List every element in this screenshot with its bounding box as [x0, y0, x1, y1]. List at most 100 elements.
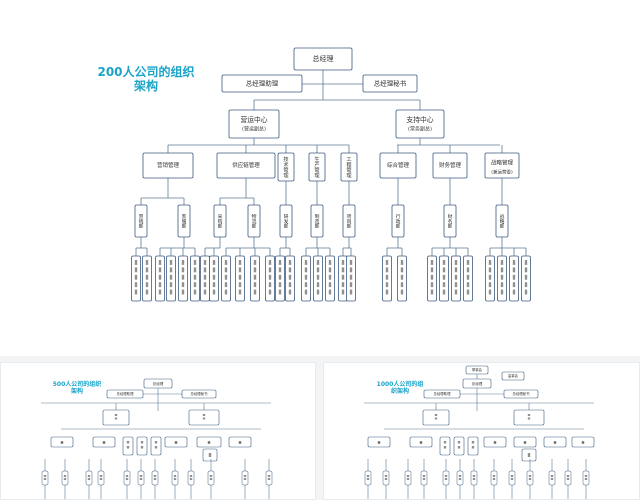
blank-role-text [158, 289, 162, 295]
blank-role-text [454, 267, 458, 273]
blank-role-text [384, 478, 388, 480]
blank-role-text [458, 478, 462, 480]
blank-role-text [316, 267, 320, 273]
blank-role-text [430, 274, 434, 280]
blank-role-text [341, 274, 345, 280]
blank-role-text [349, 260, 353, 265]
blank-role-text [278, 267, 282, 273]
org-chart-200-diagram: 总经理总经理助理总经理秘书营运中心(营运副总)支持中心(常务副总)营销管理供应链… [131, 47, 531, 302]
blank-role-text [493, 442, 497, 444]
org-chart-1000-title: 1000人公司的组 织架构 [364, 381, 436, 396]
supervisor-label: 监事会 [508, 373, 519, 378]
blank-role-text [224, 274, 228, 280]
blank-role-text [134, 274, 138, 280]
blank-role-text [253, 260, 257, 265]
blank-role-text [471, 446, 475, 449]
org-chart-200-panel[interactable]: 200人公司的组织 架构 总经理总经理助理总经理秘书营运中心(营运副总)支持中心… [0, 0, 640, 355]
blank-role-text [193, 267, 197, 273]
divider [316, 362, 323, 500]
org-chart-500-title: 500人公司的组织 架构 [41, 381, 113, 396]
blank-role-text [253, 289, 257, 295]
blank-role-text [278, 282, 282, 288]
blank-role-text [500, 267, 504, 273]
blank-role-text [550, 478, 554, 480]
blank-role-text [457, 441, 461, 444]
org-chart-500-diagram: 总经理总经理助理总经理秘书 [41, 378, 273, 499]
blank-role-text [500, 289, 504, 295]
org-chart-1000-thumbnail[interactable]: 1000人公司的组 织架构 董事会监事会总经理总经理助理总经理秘书 [323, 362, 640, 500]
blank-role-text [208, 453, 212, 455]
blank-role-text [341, 267, 345, 273]
blank-role-text [527, 453, 531, 455]
blank-role-text [173, 475, 177, 477]
blank-role-text [203, 267, 207, 273]
blank-role-text [471, 441, 475, 444]
blank-role-text [444, 475, 448, 477]
org-chart-1000-diagram: 董事会监事会总经理总经理助理总经理秘书 [364, 365, 595, 499]
dept-label-dept_strategy: 战略管理 [491, 159, 514, 167]
ops-vp-label: (营运副总) [242, 126, 266, 133]
blank-role-text [304, 289, 308, 295]
blank-role-text [304, 282, 308, 288]
blank-role-text [158, 260, 162, 265]
title-line-2: 架构 [70, 387, 83, 395]
blank-role-text [125, 475, 129, 477]
secretary-label: 总经理秘书 [374, 79, 407, 88]
blank-role-text [466, 267, 470, 273]
blank-role-text [153, 475, 157, 477]
blank-role-text [243, 475, 247, 477]
blank-role-text [454, 289, 458, 295]
org-chart-200-title: 200人公司的组织 架构 [90, 65, 202, 94]
sub-dept-label: 行政部 [395, 213, 400, 230]
blank-role-text [238, 282, 242, 288]
org-chart-500-thumbnail[interactable]: 500人公司的组织 架构 总经理总经理助理总经理秘书 [0, 362, 316, 500]
blank-role-text [349, 289, 353, 295]
blank-role-text [203, 289, 207, 295]
support-center-box [395, 109, 445, 139]
blank-role-text [341, 282, 345, 288]
blank-role-text [169, 267, 173, 273]
blank-role-text [212, 274, 216, 280]
blank-role-text [442, 282, 446, 288]
blank-role-text [304, 274, 308, 280]
blank-role-text [524, 267, 528, 273]
blank-role-text [174, 442, 178, 444]
title-line-2: 架构 [133, 78, 158, 93]
blank-role-text [566, 475, 570, 477]
blank-role-text [443, 441, 447, 444]
blank-role-text [203, 282, 207, 288]
blank-role-text [406, 475, 410, 477]
blank-role-text [385, 274, 389, 280]
blank-role-text [114, 414, 118, 416]
blank-role-text [158, 267, 162, 273]
blank-role-text [212, 260, 216, 265]
title-line-1: 1000人公司的组 [376, 381, 424, 388]
blank-role-text [243, 478, 247, 480]
blank-role-text [444, 478, 448, 480]
blank-role-text [288, 260, 292, 265]
blank-role-text [328, 282, 332, 288]
blank-role-text [288, 282, 292, 288]
blank-role-text [488, 267, 492, 273]
blank-role-text [550, 475, 554, 477]
blank-role-text [458, 475, 462, 477]
blank-role-text [422, 475, 426, 477]
sub-dept-label: 研发部 [283, 214, 288, 230]
blank-role-text [377, 442, 381, 444]
ops-center-box [228, 109, 280, 139]
blank-role-text [139, 478, 143, 480]
blank-role-text [400, 274, 404, 280]
blank-role-text [316, 260, 320, 265]
title-line-2: 织架构 [390, 387, 409, 395]
blank-role-text [527, 455, 531, 457]
blank-role-text [140, 446, 144, 449]
blank-role-text [154, 446, 158, 449]
sub-dept-label: 制造部 [314, 213, 319, 230]
blank-role-text [366, 478, 370, 480]
blank-role-text [512, 282, 516, 288]
blank-role-text [523, 442, 527, 444]
blank-role-text [207, 442, 211, 444]
divider [0, 356, 640, 362]
blank-role-text [349, 274, 353, 280]
